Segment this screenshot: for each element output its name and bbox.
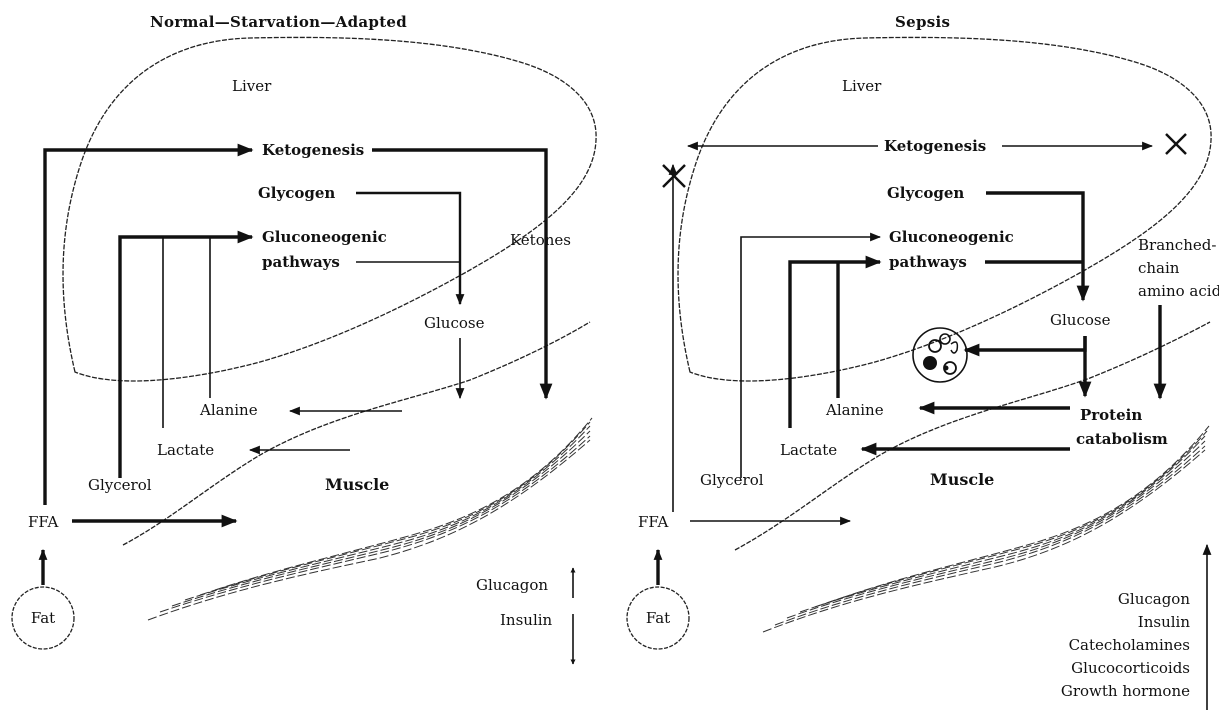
right-immune-cells-icon bbox=[913, 328, 967, 382]
left-liver-label: Liver bbox=[232, 77, 272, 95]
left-insulin-label: Insulin bbox=[500, 611, 553, 629]
right-gluconeogenic-label-2: pathways bbox=[889, 253, 967, 271]
right-glycerol-label: Glycerol bbox=[700, 471, 764, 489]
right-protein-label-2: catabolism bbox=[1076, 430, 1168, 448]
right-alanine-label: Alanine bbox=[825, 401, 884, 419]
right-hormone-growth-hormone: Growth hormone bbox=[1061, 682, 1190, 700]
right-hormone-catecholamines: Catecholamines bbox=[1069, 636, 1190, 654]
left-glycogen-label: Glycogen bbox=[258, 184, 335, 202]
left-ffa-label: FFA bbox=[28, 513, 59, 531]
left-panel: Normal—Starvation—Adapted Liver Fat FFA … bbox=[12, 13, 596, 664]
right-glycogen-arrow bbox=[986, 193, 1083, 300]
right-ffa-label: FFA bbox=[638, 513, 669, 531]
right-ketogenesis-label: Ketogenesis bbox=[884, 137, 986, 155]
right-bcaa-label-3: amino acids bbox=[1138, 282, 1219, 300]
right-ketogenesis-block-x-left bbox=[663, 165, 685, 187]
right-glucose-label: Glucose bbox=[1050, 311, 1111, 329]
left-title: Normal—Starvation—Adapted bbox=[150, 13, 407, 31]
right-glucose-to-cells-arrow bbox=[965, 336, 1085, 350]
right-lactate-label: Lactate bbox=[780, 441, 837, 459]
left-glucagon-label: Glucagon bbox=[476, 576, 548, 594]
left-ffa-to-ketogenesis-arrow bbox=[45, 150, 252, 505]
right-glycogen-label: Glycogen bbox=[887, 184, 964, 202]
right-bcaa-label-1: Branched- bbox=[1138, 236, 1216, 254]
left-lactate-label: Lactate bbox=[157, 441, 214, 459]
left-ketones-label: Ketones bbox=[510, 231, 571, 249]
right-gluconeogenic-label-1: Gluconeogenic bbox=[889, 228, 1014, 246]
right-hormone-glucocorticoids: Glucocorticoids bbox=[1071, 659, 1190, 677]
right-muscle-label: Muscle bbox=[930, 470, 994, 489]
right-title: Sepsis bbox=[895, 13, 950, 31]
left-liver-outline bbox=[63, 37, 596, 381]
left-muscle-boundary bbox=[123, 322, 590, 545]
right-ketogenesis-block-x-right bbox=[1166, 134, 1186, 154]
right-fat-label: Fat bbox=[646, 609, 670, 627]
left-glucose-label: Glucose bbox=[424, 314, 485, 332]
right-hormone-list: Glucagon Insulin Catecholamines Glucocor… bbox=[1061, 590, 1190, 700]
left-ketogenesis-label: Ketogenesis bbox=[262, 141, 364, 159]
left-alanine-label: Alanine bbox=[199, 401, 258, 419]
left-glycerol-label: Glycerol bbox=[88, 476, 152, 494]
left-gluconeogenic-label-2: pathways bbox=[262, 253, 340, 271]
right-hormone-glucagon: Glucagon bbox=[1118, 590, 1190, 608]
left-glycogen-arrow bbox=[356, 193, 460, 304]
left-gluconeogenic-label-1: Gluconeogenic bbox=[262, 228, 387, 246]
right-hormone-insulin: Insulin bbox=[1138, 613, 1191, 631]
right-liver-outline bbox=[678, 37, 1211, 381]
right-protein-label-1: Protein bbox=[1080, 406, 1142, 424]
right-bcaa-label-2: chain bbox=[1138, 259, 1180, 277]
left-fat-label: Fat bbox=[31, 609, 55, 627]
left-muscle-label: Muscle bbox=[325, 475, 389, 494]
right-panel: Sepsis Liver Fat FFA Ketogenesis bbox=[627, 13, 1219, 710]
right-liver-label: Liver bbox=[842, 77, 882, 95]
